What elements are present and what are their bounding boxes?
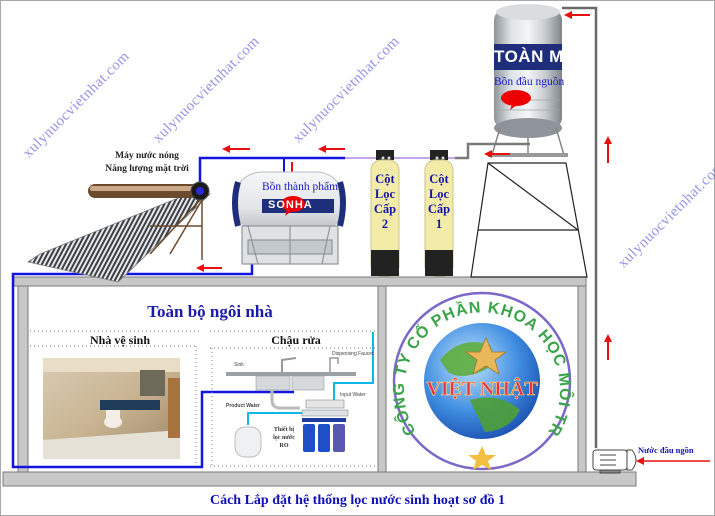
arrow-left-icon — [564, 11, 590, 19]
filter-column-2-label: Cột Lọc Cấp 2 — [367, 172, 403, 232]
solar-heater-label-line2: Năng lượng mặt trời — [105, 164, 189, 174]
product-tank — [232, 171, 346, 265]
house-blue-pipe — [11, 262, 294, 469]
dispensing-faucet-icon — [329, 357, 339, 372]
source-water-label: Nước đầu ngồn — [638, 445, 694, 455]
logo-center-text: VIỆT NHẬT — [426, 377, 538, 400]
source-tank-brand-band — [494, 44, 562, 70]
product-tank-label: Bồn thành phẩm — [262, 181, 339, 193]
sink-label: Sink — [234, 362, 244, 368]
filter-label-line: Cột — [429, 172, 449, 186]
filter-label-line: Cấp — [373, 202, 397, 216]
water-tower-stand — [470, 162, 588, 278]
product-tank-brand: SONHA — [268, 199, 313, 211]
arrow-left-icon — [636, 457, 710, 465]
diagram-caption: Cách Lắp đặt hệ thống lọc nước sinh hoạt… — [209, 493, 506, 508]
kitchen-title: Chậu rửa — [271, 333, 321, 347]
filter-column-1-label: Cột Lọc Cấp 1 — [421, 172, 457, 232]
filter-label-number: 1 — [435, 217, 443, 231]
ro-pressure-tank — [234, 426, 262, 458]
arrow-left-icon — [318, 145, 345, 153]
filter-column-2 — [370, 150, 400, 277]
pipes — [11, 6, 598, 469]
star-icon — [464, 336, 508, 375]
logo-ring-text: CÔNG TY CỔ PHẦN KHOA HỌC MÔI TRƯỜNG — [0, 0, 574, 439]
ro-filter-housing — [303, 424, 315, 452]
filter-label-line: Cấp — [427, 202, 451, 216]
filter-label-number: 2 — [381, 217, 389, 231]
ro-device-label-line: Thiết bị — [273, 427, 295, 433]
source-tank — [488, 4, 568, 157]
solar-heater-label-line1: Máy nước nóng — [115, 151, 179, 161]
source-outlet-pipe — [455, 142, 530, 160]
arrow-left-icon — [484, 150, 510, 158]
arrow-up-icon — [604, 136, 612, 163]
house-title: Toàn bộ ngôi nhà — [147, 302, 273, 321]
supply-pipe — [562, 6, 598, 448]
ro-device-label: Thiết bị lọc nước RO — [268, 426, 300, 450]
solar-water-heater — [26, 181, 211, 283]
star-icon — [468, 446, 496, 470]
ro-membrane — [305, 399, 345, 409]
arrow-up-icon — [604, 334, 612, 360]
house-structure — [2, 276, 637, 487]
company-logo — [392, 291, 572, 471]
source-tank-label: Bồn đầu nguồn — [494, 76, 565, 88]
product-water-pipe — [247, 412, 318, 425]
solar-heater-label: Máy nước nóng Năng lượng mặt trời — [82, 150, 212, 176]
ro-device-label-line: lọc nước — [273, 435, 295, 441]
input-water-label: Input Water — [340, 392, 366, 398]
filter-label-line: Lọc — [428, 187, 450, 201]
product-tank-stand — [241, 225, 339, 265]
bathroom-title: Nhà vệ sinh — [89, 333, 151, 347]
ro-filter-housing — [333, 424, 345, 452]
callout-bubble — [281, 196, 305, 212]
arrow-left-icon — [196, 264, 222, 272]
ground-slab — [2, 471, 637, 487]
svg-text:CÔNG TY CỔ PHẦN KHOA HỌC MÔI T: CÔNG TY CỔ PHẦN KHOA HỌC MÔI TRƯỜNG — [0, 0, 574, 439]
callout-bubble — [501, 90, 531, 106]
ro-filter-housing — [318, 424, 330, 452]
product-water-label: Product Water — [226, 403, 260, 409]
kitchen-cyan-pipe — [333, 332, 374, 403]
kitchen-panel — [210, 330, 376, 467]
filter-column-1 — [424, 150, 454, 277]
water-pump — [592, 449, 637, 474]
ro-device-label-line: RO — [279, 443, 289, 449]
source-tank-brand: TOÀN MỸ — [494, 47, 576, 66]
arrow-left-icon — [222, 145, 250, 153]
dispensing-faucet-label: Dispensing Faucet — [332, 351, 374, 357]
filter-label-line: Cột — [375, 172, 395, 186]
bathroom-panel — [30, 330, 200, 465]
filter-label-line: Lọc — [374, 187, 396, 201]
faucet-icon — [281, 357, 297, 372]
